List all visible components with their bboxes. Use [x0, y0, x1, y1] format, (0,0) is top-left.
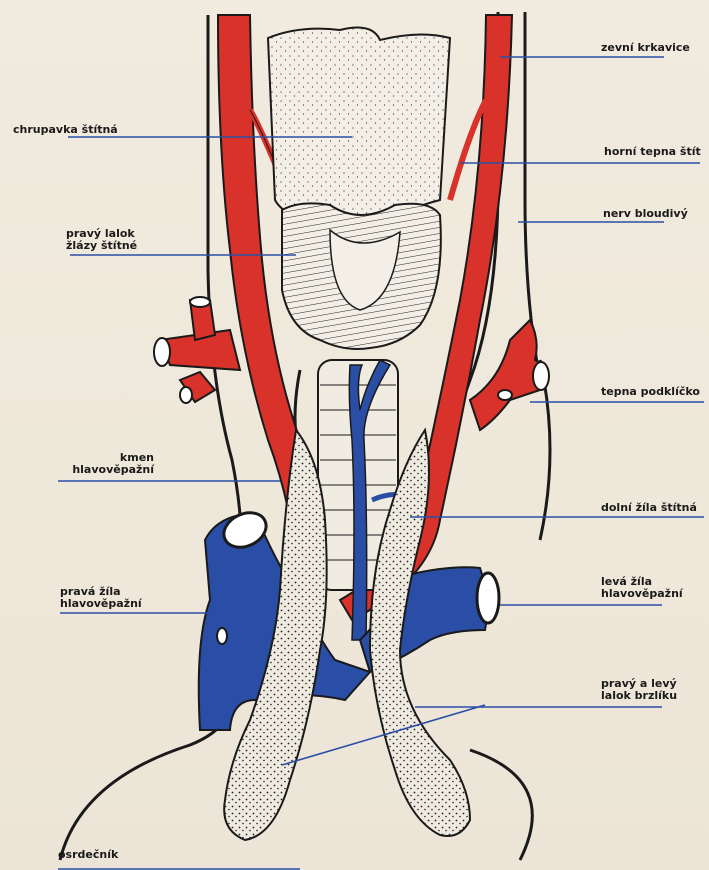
label-osrdecnik: osrdečník: [58, 849, 118, 861]
label-zevni: zevní krkavice: [601, 42, 690, 54]
label-kmen: kmen hlavověpažní: [62, 452, 154, 476]
label-dolni-zila: dolní žíla štítná: [601, 502, 697, 514]
label-tepna-podklic: tepna podklíčko: [601, 386, 700, 398]
label-prava-zila: pravá žíla hlavověpažní: [60, 586, 142, 610]
right-subclavian-stub: [154, 297, 240, 403]
label-chrupavka: chrupavka štítná: [13, 124, 118, 136]
label-brzlik: pravý a levý lalok brzlíku: [601, 678, 677, 702]
label-pravy-lalok: pravý lalok žlázy štítné: [66, 228, 137, 252]
thyroid-cartilage: [268, 28, 450, 234]
thyroid-gland: [282, 203, 441, 349]
label-leva-zila: levá žíla hlavověpažní: [601, 576, 683, 600]
label-nerv: nerv bloudivý: [603, 208, 688, 220]
label-horni: horní tepna štít: [604, 146, 701, 158]
